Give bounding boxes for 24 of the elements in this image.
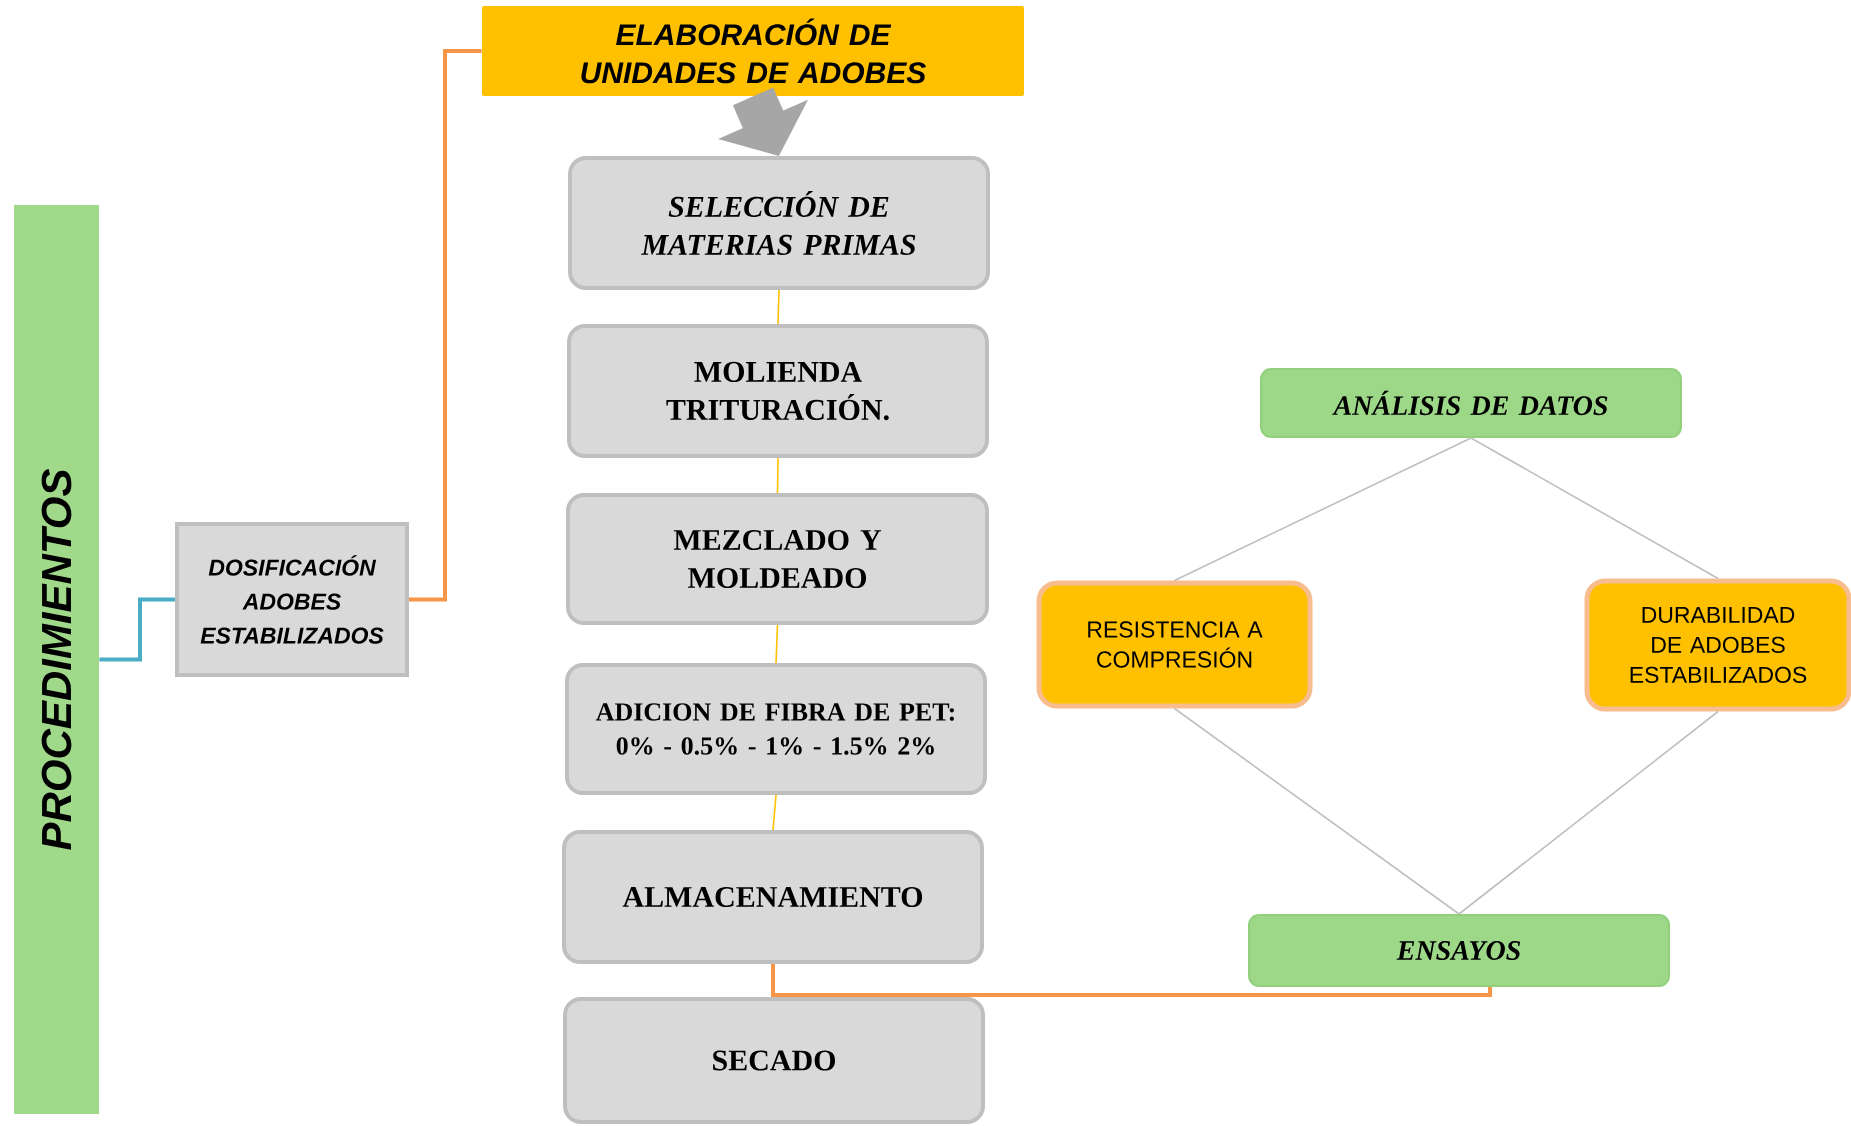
test-box: RESISTENCIA A COMPRESIÓN: [1036, 580, 1313, 709]
title-box: ELABORACIÓN DE UNIDADES DE ADOBES: [482, 6, 1024, 96]
connector-line: [1458, 710, 1719, 915]
process-box: ADICION DE FIBRA DE PET: 0% - 0.5% - 1% - 1.5% 2%: [565, 663, 987, 795]
connector-line: [99, 597, 175, 662]
test-box: DURABILIDAD DE ADOBES ESTABILIZADOS: [1584, 578, 1851, 712]
process-box: DOSIFICACIÓN ADOBES ESTABILIZADOS: [175, 522, 409, 677]
connector-line: [1173, 707, 1460, 915]
connector-line: [771, 964, 1492, 997]
connector-line: [776, 457, 779, 494]
process-box: MEZCLADO Y MOLDEADO: [566, 493, 989, 625]
connector-line: [1173, 437, 1472, 582]
heading-box: ENSAYOS: [1248, 914, 1670, 987]
heading-box: ANÁLISIS DE DATOS: [1260, 368, 1682, 438]
connector-line: [772, 794, 777, 831]
process-box: MOLIENDA TRITURACIÓN.: [567, 324, 989, 458]
side-band: PROCEDIMIENTOS: [14, 205, 99, 1114]
connector-line: [409, 49, 482, 602]
connector-line: [777, 289, 780, 325]
process-box: SECADO: [563, 997, 985, 1124]
connector-line: [775, 624, 779, 664]
connector-line: [1470, 437, 1719, 580]
process-box: ALMACENAMIENTO: [562, 830, 984, 964]
process-box: SELECCIÓN DE MATERIAS PRIMAS: [568, 156, 990, 290]
